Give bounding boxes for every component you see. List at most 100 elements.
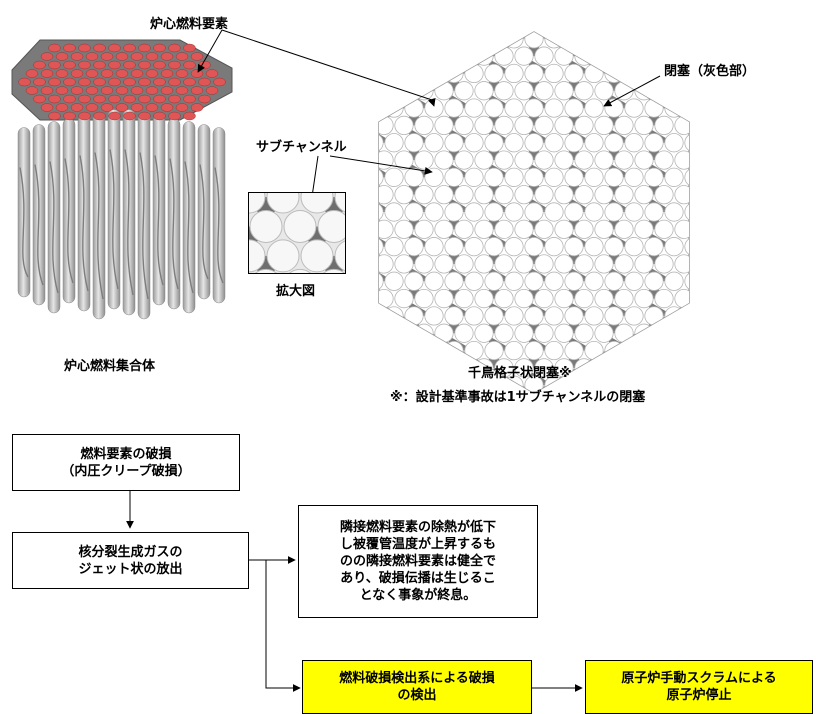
fuel-pin — [624, 202, 644, 222]
fuel-pin — [644, 167, 664, 187]
fuel-rod-top — [145, 52, 159, 61]
fuel-pin — [634, 185, 654, 205]
flow-box-fuel-failure: 燃料要素の破損 （内圧クリープ破損） — [12, 434, 240, 491]
fuel-rod-top — [160, 52, 174, 61]
fuel-pin — [494, 81, 514, 101]
fuel-pin — [594, 219, 614, 239]
fuel-rod-top — [130, 52, 144, 61]
fuel-pin — [644, 375, 664, 393]
wire-wrap — [34, 164, 44, 286]
fuel-pin — [379, 98, 384, 118]
fuel-rod-top — [115, 86, 129, 95]
fuel-pin — [554, 185, 574, 205]
fuel-pin — [544, 98, 564, 118]
fuel-rod-top — [70, 69, 84, 78]
fuel-pin — [384, 202, 404, 222]
blocked-subchannel — [724, 195, 754, 212]
fuel-pin — [504, 98, 524, 118]
fuel-pin — [414, 219, 434, 239]
fuel-pin — [355, 359, 373, 377]
fuel-rod-top — [55, 69, 69, 78]
fuel-pin — [544, 63, 564, 84]
fuel-pin — [434, 358, 454, 378]
fuel-pin — [705, 203, 723, 221]
fuel-pin — [454, 46, 474, 66]
fuel-rod-top — [213, 77, 226, 87]
fuel-pin — [454, 185, 474, 205]
fuel-pin — [534, 254, 554, 274]
fuel-pin — [695, 185, 713, 203]
blocked-subchannel — [644, 73, 664, 91]
fuel-pin — [574, 219, 594, 239]
fuel-pin — [404, 306, 424, 326]
fuel-pin — [614, 150, 634, 170]
fuel-rod-top — [138, 60, 151, 70]
fuel-pin — [379, 133, 384, 153]
fuel-pin — [464, 340, 484, 361]
fuel-pin — [674, 81, 689, 101]
fuel-pin — [684, 340, 689, 361]
fuel-rod-top — [48, 111, 61, 121]
fuel-rod-top — [63, 43, 76, 53]
fuel-rod-top — [175, 69, 189, 78]
fuel-rod-top — [33, 94, 46, 104]
fuel-pin — [654, 115, 674, 136]
lattice-caption: 千鳥格子状閉塞※ — [468, 366, 572, 381]
wire-wrap — [214, 167, 224, 284]
blocked-subchannel — [644, 38, 664, 57]
fuel-pin — [735, 185, 753, 203]
fuel-rod-top — [145, 103, 159, 112]
fuel-pin — [394, 185, 414, 205]
blocked-subchannel — [404, 73, 424, 91]
fuel-pin — [379, 340, 384, 361]
fuel-rod-top — [70, 52, 84, 61]
fuel-pin — [604, 306, 624, 326]
fuel-pin — [574, 115, 594, 136]
fuel-pin — [514, 254, 534, 274]
fuel-pin — [464, 167, 484, 187]
fuel-pin — [584, 340, 604, 361]
fuel-pin — [494, 150, 514, 170]
fuel-rod-top — [115, 69, 129, 78]
zoom-fuel-pin — [255, 268, 277, 273]
fuel-pin — [524, 340, 544, 361]
blocked-subchannel — [379, 56, 394, 74]
fuel-pin — [705, 30, 723, 48]
fuel-pin — [394, 150, 414, 170]
blocked-subchannel — [724, 281, 744, 298]
fuel-pin — [524, 202, 544, 222]
fuel-pin — [345, 134, 363, 152]
fuel-pin — [725, 341, 743, 359]
flow-arrow-2-4 — [265, 560, 301, 692]
fuel-pin — [379, 185, 394, 205]
fuel-pin — [564, 306, 584, 326]
fuel-pin — [604, 133, 624, 153]
fuel-pin — [584, 63, 604, 84]
fuel-pin — [564, 202, 584, 222]
fuel-pin — [725, 307, 743, 325]
zoom-fuel-pin — [249, 239, 266, 273]
zoom-fuel-pin — [289, 268, 311, 273]
fuel-pin — [335, 289, 353, 307]
fuel-pin — [554, 46, 574, 66]
fuel-pin — [614, 358, 634, 378]
fuel-pin — [524, 167, 544, 187]
fuel-pin — [424, 340, 444, 361]
fuel-pin — [484, 202, 504, 222]
fuel-pin — [524, 32, 544, 49]
zoom-fuel-pin — [249, 209, 283, 243]
fuel-rod-top — [153, 94, 166, 104]
fuel-pin — [355, 255, 373, 273]
fuel-rod-top — [55, 103, 69, 112]
blocked-subchannel — [404, 367, 434, 386]
fuel-pin — [394, 288, 414, 309]
blocked-subchannel — [324, 73, 344, 90]
fuel-pin — [384, 133, 404, 153]
flow-box-gas-jet-release: 核分裂生成ガスの ジェット状の放出 — [12, 532, 249, 589]
fuel-pin — [484, 133, 504, 153]
fuel-pin — [544, 237, 564, 257]
blocked-subchannel — [379, 315, 384, 334]
fuel-pin — [664, 375, 684, 393]
blocked-subchannel — [604, 38, 624, 57]
fuel-rod-top — [108, 94, 121, 104]
